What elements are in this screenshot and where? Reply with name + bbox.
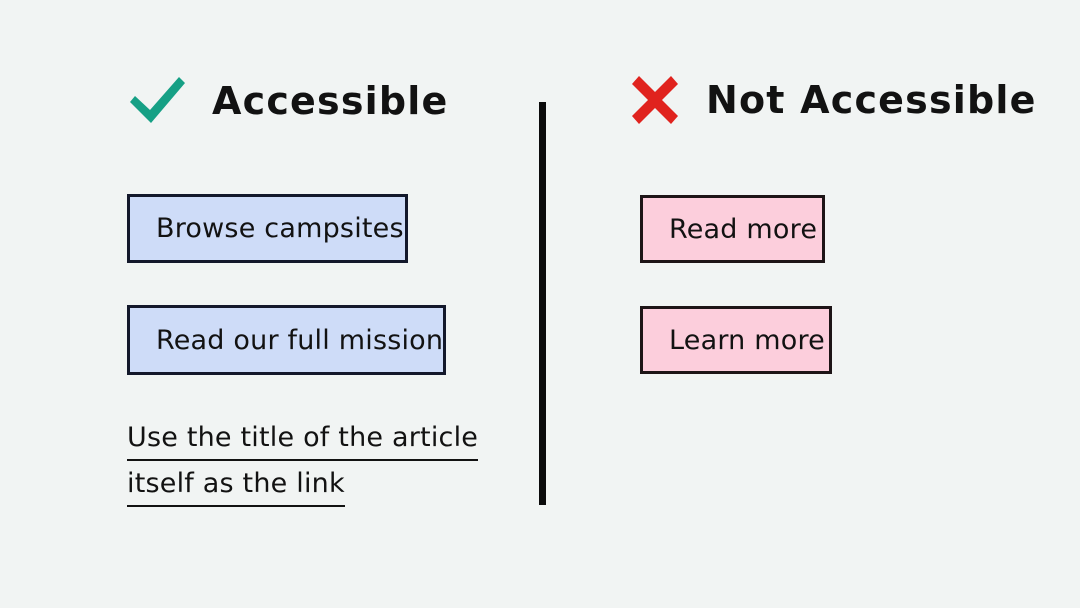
- accessible-heading-label: Accessible: [212, 79, 449, 123]
- read-more-label: Read more: [669, 213, 818, 245]
- read-our-full-mission-label: Read our full mission: [156, 324, 444, 356]
- read-our-full-mission-button[interactable]: Read our full mission: [127, 305, 446, 375]
- accessible-column: Accessible Browse campsites Read our ful…: [0, 0, 539, 608]
- article-title-link-line-2: itself as the link: [127, 464, 345, 507]
- learn-more-label: Learn more: [669, 324, 825, 356]
- learn-more-button[interactable]: Learn more: [640, 306, 832, 374]
- cross-mark-icon: [632, 76, 678, 124]
- not-accessible-heading-label: Not Accessible: [706, 78, 1037, 122]
- check-mark-icon: [130, 77, 185, 123]
- browse-campsites-button[interactable]: Browse campsites: [127, 194, 408, 263]
- not-accessible-column: Not Accessible Read more Learn more: [546, 0, 1080, 608]
- browse-campsites-label: Browse campsites: [156, 213, 404, 244]
- read-more-button[interactable]: Read more: [640, 195, 825, 263]
- accessible-heading-row: Accessible: [126, 74, 449, 128]
- article-title-link[interactable]: Use the title of the article itself as t…: [127, 418, 507, 510]
- column-divider: [539, 102, 546, 505]
- not-accessible-heading-row: Not Accessible: [630, 74, 1037, 126]
- article-title-link-line-1: Use the title of the article: [127, 418, 479, 461]
